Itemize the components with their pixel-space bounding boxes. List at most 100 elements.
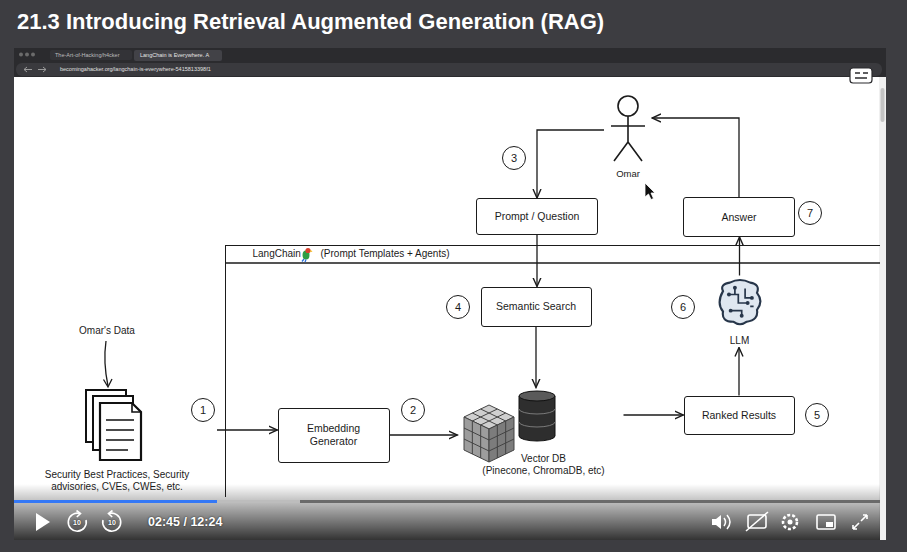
documents-icon xyxy=(86,390,141,460)
answer-box: Answer xyxy=(683,197,795,237)
prompt-box: Prompt / Question xyxy=(476,198,598,235)
pip-icon-inner xyxy=(826,522,833,527)
parrot-tail xyxy=(302,259,306,262)
progress-played xyxy=(14,500,217,503)
circuit-lines xyxy=(729,288,754,316)
browser-toolbar xyxy=(14,48,886,78)
llm-brain-icon xyxy=(720,280,761,324)
callout-number: 1 xyxy=(191,398,215,422)
document-page xyxy=(100,403,141,460)
callout-number: 2 xyxy=(401,398,425,422)
fullscreen-icon xyxy=(853,515,867,529)
progress-track xyxy=(14,500,880,503)
mouse-cursor xyxy=(645,183,655,200)
callout-number: 5 xyxy=(805,403,829,427)
pip-icon xyxy=(817,515,835,529)
address-bar-url: becomingahacker.org/langchain-is-everywh… xyxy=(60,66,211,72)
connector-arrow xyxy=(535,327,536,388)
scrollbar-thumb xyxy=(881,88,885,122)
connector-arrow xyxy=(390,434,458,435)
node-label: Vector DB xyxy=(515,453,566,465)
connector-arrow xyxy=(738,348,739,396)
figure-head xyxy=(618,96,638,116)
cylinder-bands xyxy=(519,409,555,427)
connector-arrow xyxy=(624,414,684,415)
progress-buffer xyxy=(14,500,300,503)
address-bar xyxy=(16,63,882,76)
figure-body xyxy=(611,116,645,161)
cylinder-top xyxy=(519,391,555,401)
node-label: (Pinecone, ChromaDB, etc) xyxy=(476,465,604,477)
scrollbar-track xyxy=(879,77,886,540)
cube-grid xyxy=(464,421,489,458)
brain-outline xyxy=(720,280,761,324)
band-heading: LangChain xyxy=(252,248,302,260)
parrot-beak xyxy=(310,250,312,252)
parrot-emoji xyxy=(302,248,313,262)
actor-stick-figure xyxy=(611,96,645,161)
node-label: Security Best Practices, Security adviso… xyxy=(20,469,214,493)
skip-forward-label: 10 xyxy=(108,519,116,527)
video-title: 21.3 Introducing Retrieval Augmented Gen… xyxy=(17,9,604,35)
browser-tab-active xyxy=(134,50,222,61)
skip-forward-icon xyxy=(109,511,113,518)
circuit-node xyxy=(746,301,750,305)
node-label: LLM xyxy=(730,335,749,347)
circuit-node xyxy=(729,309,733,313)
band-header-rule xyxy=(225,262,880,263)
connector-arrow xyxy=(217,429,278,430)
browser-tab-title: The-Art-of-Hacking/h4cker xyxy=(55,52,120,58)
volume-icon xyxy=(712,515,721,529)
window-dot xyxy=(31,53,35,57)
langchain-band: LangChain (Prompt Templates + Agents) Sema… xyxy=(225,245,880,497)
process-box: Semantic Search xyxy=(481,287,592,327)
connector-group xyxy=(217,118,740,435)
node-label: Omar xyxy=(616,168,640,179)
window-dot xyxy=(25,53,29,57)
data-arrow-head xyxy=(104,379,113,387)
band-heading: (Prompt Templates + Agents) xyxy=(320,248,451,260)
node-label: Ranked Results xyxy=(702,409,776,422)
settings-gear-hub xyxy=(788,520,793,525)
browser-tab xyxy=(50,50,132,60)
skip-back-label: 10 xyxy=(73,519,81,527)
connector-arrow xyxy=(537,130,604,198)
process-box: Ranked Results xyxy=(684,396,795,435)
cube-right xyxy=(489,417,514,462)
cube-grid xyxy=(472,409,505,425)
vector-cube-icon xyxy=(464,405,514,462)
document-fold xyxy=(132,403,141,412)
data-arrow xyxy=(104,341,113,387)
callout-number: 7 xyxy=(798,201,822,225)
document-lines xyxy=(106,420,134,450)
connector-arrow xyxy=(652,118,739,197)
window-dot xyxy=(19,53,23,57)
volume-waves xyxy=(724,515,730,529)
node-label: Semantic Search xyxy=(496,300,576,313)
nav-arrows xyxy=(24,67,46,72)
browser-tab-title: LangChain is Everywhere. A xyxy=(140,52,209,58)
vector-db-node: Vector DB(Pinecone, ChromaDB, etc) xyxy=(458,388,624,478)
skip-back-icon xyxy=(77,511,81,518)
settings-gear xyxy=(783,515,797,529)
video-controls xyxy=(14,484,880,540)
connector-arrow xyxy=(536,235,537,287)
documents-node: Security Best Practices, Security adviso… xyxy=(17,388,217,494)
parrot-head xyxy=(305,248,310,253)
node-label: Answer xyxy=(721,211,756,224)
play-button xyxy=(36,513,50,531)
captions-icon-frame xyxy=(850,68,872,83)
circuit-node xyxy=(727,293,731,297)
captions-icon xyxy=(850,68,872,83)
llm-node: LLM xyxy=(706,276,774,348)
data-source-label: Omar's Data xyxy=(79,325,135,337)
callout-number: 6 xyxy=(671,295,695,319)
cylinder-body xyxy=(519,396,555,441)
browser-chrome xyxy=(14,48,886,78)
video-timestamp: 02:45 / 12:24 xyxy=(148,515,222,529)
cube-grid xyxy=(489,421,514,458)
callout-number: 4 xyxy=(446,295,470,319)
data-arrow-line xyxy=(105,341,108,386)
